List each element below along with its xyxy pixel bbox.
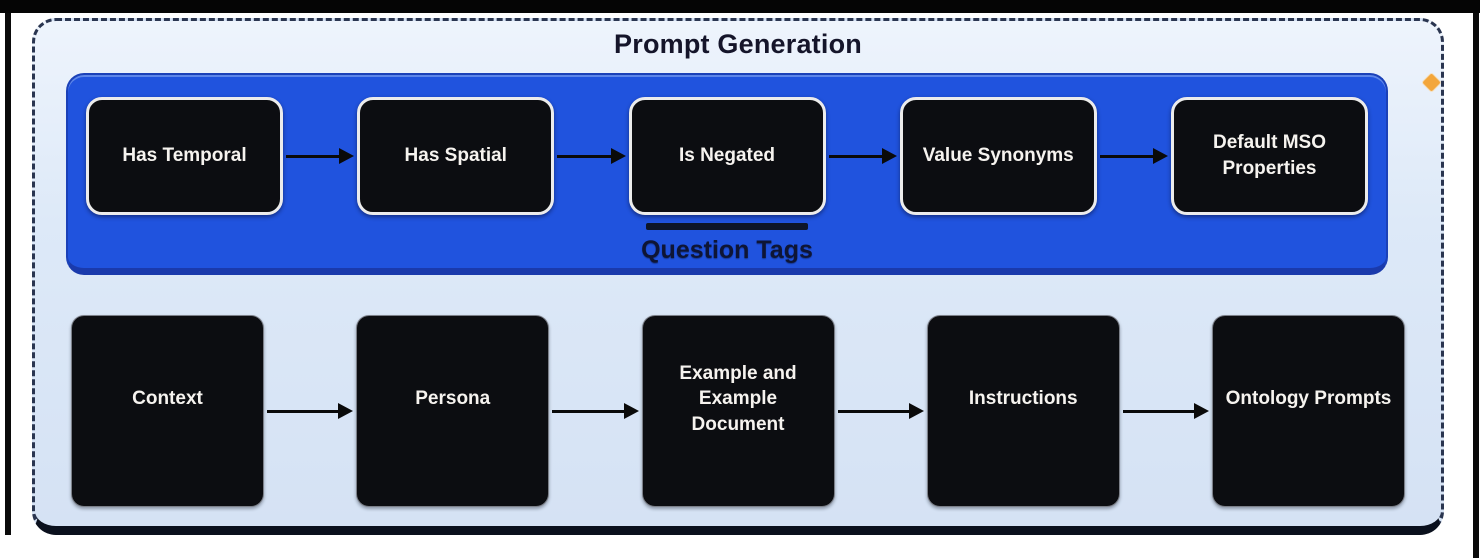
- flow-arrow: [1099, 148, 1168, 164]
- arrow-line: [286, 154, 341, 158]
- flow-arrow: [837, 403, 924, 419]
- arrow-line: [1099, 154, 1154, 158]
- prompt-flow-node-row: Context Persona Example and Example Docu…: [35, 315, 1441, 507]
- arrow-line: [837, 409, 910, 413]
- shadow-artifact: [646, 223, 808, 230]
- node-ontology-prompts[interactable]: Ontology Prompts: [1212, 315, 1405, 507]
- node-has-spatial[interactable]: Has Spatial: [357, 97, 555, 215]
- arrow-line: [552, 409, 625, 413]
- question-tags-node-row: Has Temporal Has Spatial Is Negated Valu…: [68, 75, 1386, 215]
- flow-arrow: [286, 148, 355, 164]
- arrow-line: [557, 154, 612, 158]
- prompt-generation-panel[interactable]: Prompt Generation Has Temporal Has Spati…: [32, 18, 1444, 535]
- question-tags-group[interactable]: Has Temporal Has Spatial Is Negated Valu…: [66, 73, 1388, 275]
- node-example-and-example-document[interactable]: Example and Example Document: [641, 315, 835, 507]
- arrow-head-icon: [623, 403, 639, 419]
- node-context[interactable]: Context: [71, 315, 264, 507]
- orange-diamond-icon[interactable]: [1422, 73, 1441, 92]
- arrow-head-icon: [1153, 148, 1168, 164]
- flow-arrow: [1122, 403, 1209, 419]
- node-instructions[interactable]: Instructions: [926, 315, 1120, 507]
- arrow-head-icon: [610, 148, 626, 164]
- question-tags-label: Question Tags: [641, 236, 813, 264]
- arrow-line: [1122, 409, 1195, 413]
- arrow-head-icon: [908, 403, 924, 419]
- node-is-negated[interactable]: Is Negated: [628, 97, 826, 215]
- flow-arrow: [267, 403, 354, 419]
- arrow-head-icon: [1194, 403, 1209, 419]
- node-value-synonyms[interactable]: Value Synonyms: [899, 97, 1097, 215]
- arrow-line: [828, 154, 883, 158]
- frame-right-bar: [1473, 13, 1479, 558]
- node-default-mso-properties[interactable]: Default MSO Properties: [1171, 97, 1368, 215]
- frame-top-bar: [0, 0, 1480, 13]
- flow-arrow: [552, 403, 639, 419]
- panel-title: Prompt Generation: [614, 29, 862, 59]
- flow-arrow: [557, 148, 626, 164]
- arrow-head-icon: [881, 148, 897, 164]
- node-has-temporal[interactable]: Has Temporal: [86, 97, 283, 215]
- arrow-head-icon: [338, 403, 354, 419]
- flow-arrow: [828, 148, 897, 164]
- frame-left-bar: [5, 13, 11, 535]
- arrow-line: [267, 409, 340, 413]
- arrow-head-icon: [339, 148, 355, 164]
- node-persona[interactable]: Persona: [356, 315, 550, 507]
